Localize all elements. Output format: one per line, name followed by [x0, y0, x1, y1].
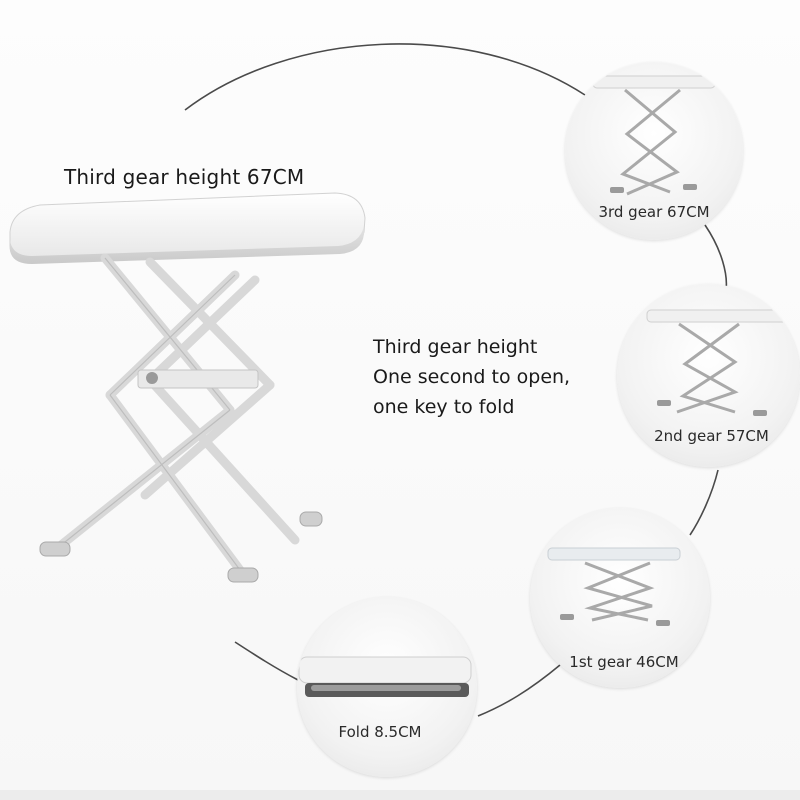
gear-2-table-icon — [646, 309, 788, 416]
fold-label: Fold 8.5CM — [338, 723, 422, 741]
gear-2-label: 2nd gear 57CM — [654, 427, 769, 445]
gear-1-label: 1st gear 46CM — [569, 653, 679, 671]
gear-3-bubble: 3rd gear 67CM — [565, 62, 743, 240]
gear-2-bubble: 2nd gear 57CM — [617, 284, 800, 467]
gear-3-label: 3rd gear 67CM — [598, 203, 710, 221]
tagline: Third gear height One second to open, on… — [373, 332, 570, 422]
gear-1-bubble: 1st gear 46CM — [530, 508, 710, 688]
gear-1-table-icon — [547, 547, 681, 626]
headline: Third gear height 67CM — [64, 165, 305, 189]
tagline-line: Third gear height — [373, 336, 538, 358]
tagline-line: One second to open, — [373, 366, 571, 388]
bottom-border — [0, 790, 800, 800]
folded-table-icon — [298, 656, 472, 697]
tagline-line: one key to fold — [373, 396, 515, 418]
fold-bubble: Fold 8.5CM — [297, 597, 477, 777]
gear-3-table-icon — [592, 75, 716, 196]
